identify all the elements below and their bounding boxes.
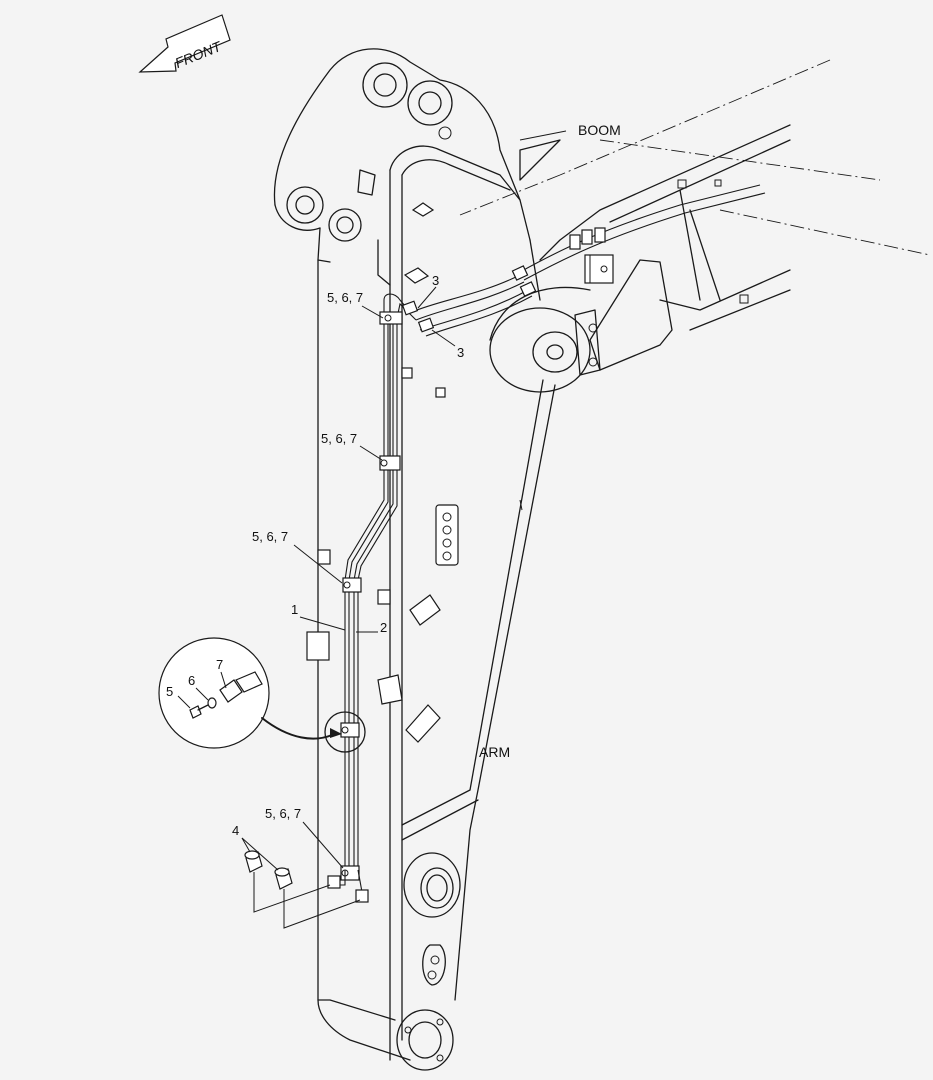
callout-5-6-7-middle: 5, 6, 7 — [252, 529, 288, 544]
pipe-assembly — [327, 265, 537, 903]
arm-label: ARM — [479, 744, 510, 760]
boom-label: BOOM — [578, 122, 621, 138]
callout-4: 4 — [232, 823, 239, 838]
leader-lines — [177, 130, 567, 871]
detail-callout-5: 5 — [166, 684, 173, 699]
boom-structure — [489, 124, 791, 393]
callout-labels: BOOM ARM 3 3 5, 6, 7 5, 6, 7 5, 6, 7 5, … — [166, 122, 621, 838]
detail-view — [158, 637, 366, 753]
callout-2: 2 — [380, 620, 387, 635]
callout-5-6-7-upper: 5, 6, 7 — [321, 431, 357, 446]
callout-3-lower: 3 — [457, 345, 464, 360]
detail-callout-6: 6 — [188, 673, 195, 688]
callout-1: 1 — [291, 602, 298, 617]
callout-5-6-7-top: 5, 6, 7 — [327, 290, 363, 305]
detail-callout-7: 7 — [216, 657, 223, 672]
boom-centerlines — [459, 59, 931, 256]
callout-3-upper: 3 — [432, 273, 439, 288]
plugs — [244, 850, 361, 929]
front-arrow-icon: FRONT — [138, 14, 231, 73]
callout-5-6-7-bottom: 5, 6, 7 — [265, 806, 301, 821]
arm-structure — [273, 48, 556, 1071]
